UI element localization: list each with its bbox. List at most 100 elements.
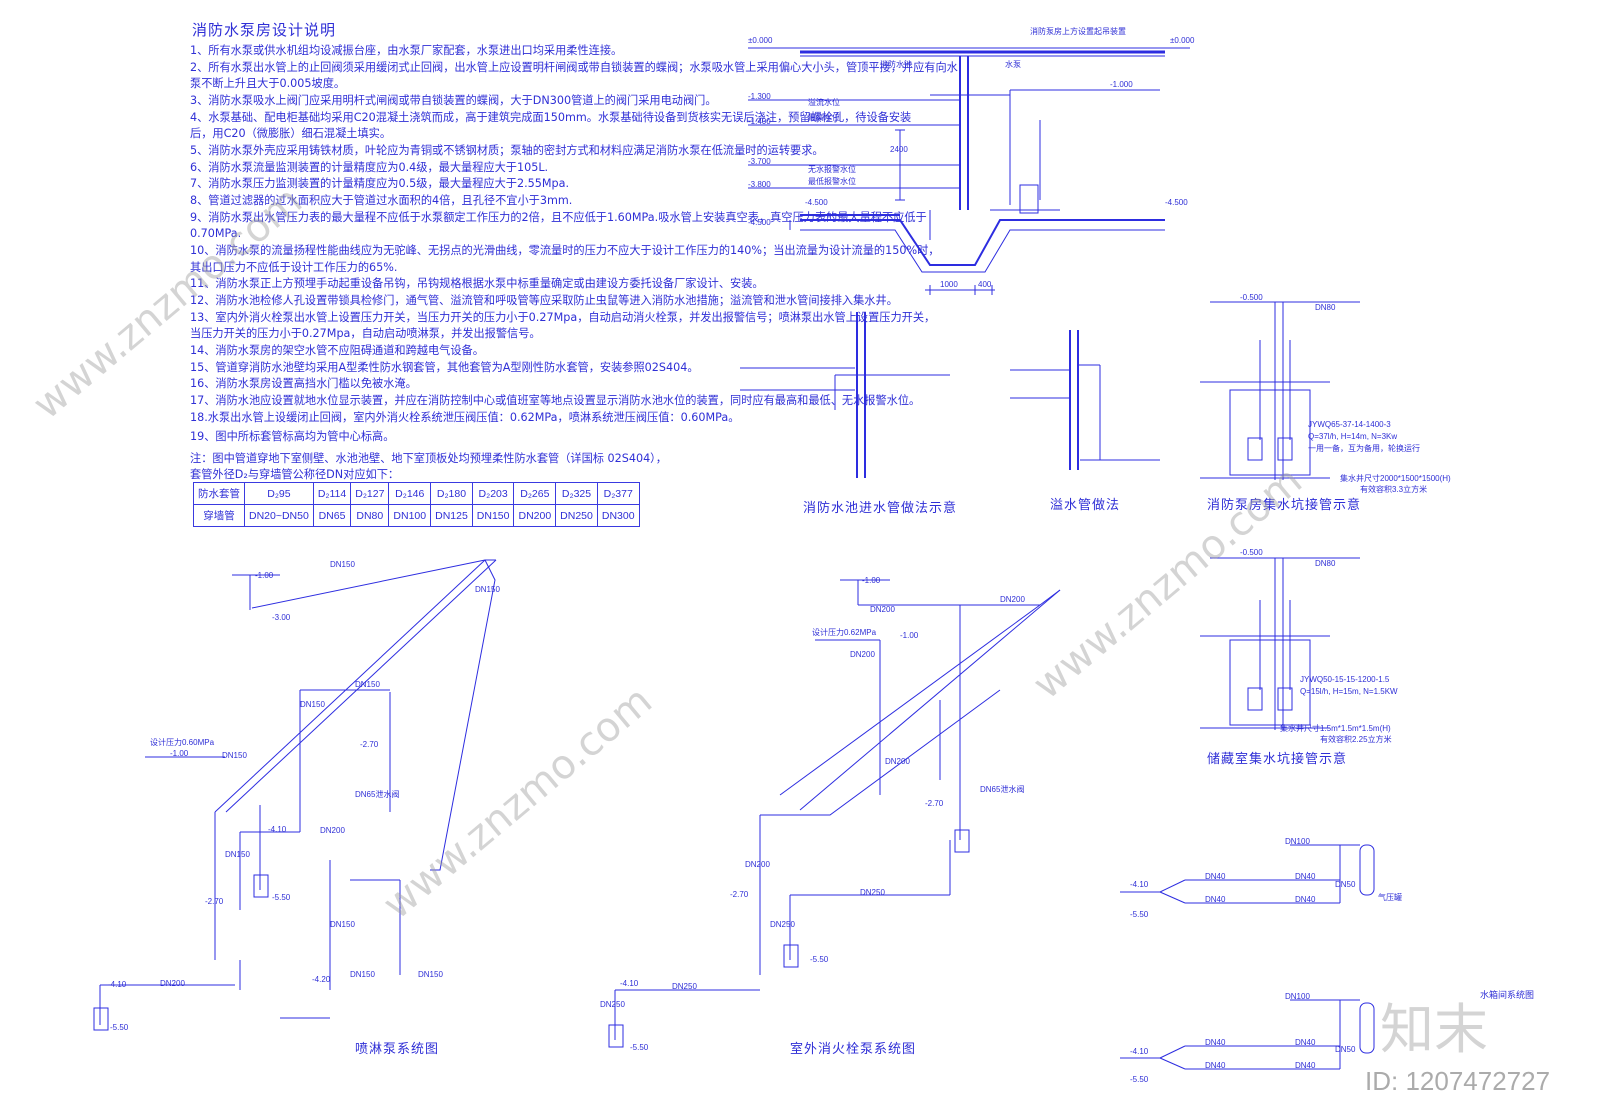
sleeve-cell: DN150 bbox=[471, 504, 515, 527]
section-elev-top-left: ±0.000 bbox=[748, 36, 773, 45]
booster-pipe: DN40 bbox=[1205, 1061, 1226, 1070]
design-note: 2、所有水泵出水管上的止回阀须采用缓闭式止回阀，出水管上应设置明杆闸阀或带自锁装… bbox=[190, 61, 958, 74]
booster-pipe: DN40 bbox=[1295, 895, 1316, 904]
sleeve-header-cell: 防水套管 bbox=[193, 482, 245, 505]
design-note: 泵不断上升且大于0.005坡度。 bbox=[190, 77, 346, 90]
booster-pipe: DN100 bbox=[1285, 992, 1310, 1001]
spray-pipe: DN150 bbox=[355, 680, 380, 689]
pool-inlet-detail bbox=[740, 312, 950, 478]
design-note: 15、管道穿消防水池壁均采用A型柔性防水钢套管，其他套管为A型刚性防水套管，安装… bbox=[190, 361, 699, 374]
booster-pipe: DN40 bbox=[1205, 872, 1226, 881]
design-notes-title: 消防水泵房设计说明 bbox=[192, 21, 337, 39]
sleeve-cell: D₂127 bbox=[350, 482, 390, 505]
footnote-line-1: 注：图中管道穿地下室侧壁、水池池壁、地下室顶板处均预埋柔性防水套管（详国标 02… bbox=[190, 452, 667, 465]
footnote-line-2: 套管外径D₂与穿墙管公称径DN对应如下： bbox=[190, 468, 400, 481]
hydrant-elev: -4.10 bbox=[620, 979, 639, 988]
section-elev: -1.400 bbox=[748, 117, 771, 126]
design-note: 7、消防水泵压力监测装置的计量精度应为0.5级，最大量程应大于2.55Mpa. bbox=[190, 177, 570, 190]
hydrant-pipe: DN250 bbox=[860, 888, 885, 897]
hydrant-pipe: DN200 bbox=[885, 757, 910, 766]
booster-elev: -5.50 bbox=[1130, 910, 1149, 919]
section-label: 最低报警水位 bbox=[808, 177, 856, 186]
section-elev: -1.300 bbox=[748, 92, 771, 101]
pit2-pipe: DN80 bbox=[1315, 559, 1336, 568]
sleeve-header-cell: 穿墙管 bbox=[193, 504, 245, 527]
section-dim: 400 bbox=[978, 280, 992, 289]
spray-system-diagram bbox=[93, 559, 497, 1031]
booster-pipe: DN50 bbox=[1335, 880, 1356, 889]
design-note: 9、消防水泵出水管压力表的最大量程不应低于水泵额定工作压力的2倍，且不应低于1.… bbox=[190, 211, 927, 224]
caption-overflow: 溢水管做法 bbox=[1050, 498, 1121, 513]
section-label: 水泵 bbox=[1005, 60, 1021, 69]
section-elev: -4.500 bbox=[1165, 198, 1188, 207]
hydrant-elev: -5.50 bbox=[630, 1043, 649, 1052]
spray-elev: -4.20 bbox=[312, 975, 331, 984]
section-elev: -4.500 bbox=[748, 218, 771, 227]
design-note: 13、室内外消火栓泵出水管上设置压力开关，当压力开关的压力小于0.27Mpa，自… bbox=[190, 311, 936, 324]
design-note: 18.水泵出水管上设缓闭止回阀，室内外消火栓系统泄压阀压值：0.62MPa，喷淋… bbox=[190, 411, 740, 424]
section-label: 最高水位 bbox=[808, 113, 840, 122]
pit2-elev: -0.500 bbox=[1240, 548, 1263, 557]
sleeve-cell: D₂377 bbox=[596, 482, 640, 505]
sleeve-cell: D₂146 bbox=[388, 482, 432, 505]
sleeve-cell: D₂265 bbox=[513, 482, 557, 505]
caption-hydrant-system: 室外消火栓泵系统图 bbox=[790, 1042, 917, 1057]
spray-elev: -1.00 bbox=[255, 571, 274, 580]
spray-pipe: DN150 bbox=[418, 970, 443, 979]
section-elev: -3.800 bbox=[748, 180, 771, 189]
section-elev: -3.700 bbox=[748, 157, 771, 166]
spray-pipe: DN200 bbox=[320, 826, 345, 835]
sleeve-cell: D₂325 bbox=[555, 482, 598, 505]
design-note: 8、管道过滤器的过水面积应大于管道过水面积的4倍，且孔径不宜小于3mm. bbox=[190, 194, 573, 207]
sleeve-cell: D₂203 bbox=[471, 482, 515, 505]
section-elev-top-right: ±0.000 bbox=[1170, 36, 1195, 45]
booster-tank: 气压罐 bbox=[1378, 893, 1402, 902]
design-note: 14、消防水泵房的架空水管不应阻碍通道和跨越电气设备。 bbox=[190, 344, 484, 357]
hydrant-elev: -2.70 bbox=[925, 799, 944, 808]
pit2-pump-params: Q=15l/h, H=15m, N=1.5KW bbox=[1300, 687, 1398, 696]
design-note: 10、消防水泵的流量扬程性能曲线应为无驼峰、无拐点的光滑曲线，零流量时的压力不应… bbox=[190, 244, 940, 257]
section-elev: -1.000 bbox=[1110, 80, 1133, 89]
pump-room-section bbox=[748, 47, 1190, 295]
booster-system-diagram bbox=[1120, 844, 1375, 1070]
spray-pipe: DN150 bbox=[350, 970, 375, 979]
sleeve-cell: D₂114 bbox=[312, 482, 352, 505]
design-note: 1、所有水泵或供水机组均设减振台座，由水泵厂家配套，水泵进出口均采用柔性连接。 bbox=[190, 44, 623, 57]
hydrant-pipe: DN200 bbox=[745, 860, 770, 869]
design-note: 5、消防水泵外壳应采用铸铁材质，叶轮应为青铜或不锈钢材质；泵轴的密封方式和材料应… bbox=[190, 144, 824, 157]
booster-pipe: DN40 bbox=[1205, 895, 1226, 904]
sleeve-cell: DN300 bbox=[596, 504, 640, 527]
pit1-size: 集水井尺寸2000*1500*1500(H) bbox=[1340, 474, 1451, 483]
storage-pit-detail bbox=[1200, 557, 1360, 730]
pit2-volume: 有效容积2.25立方米 bbox=[1320, 735, 1392, 744]
watermark-id: ID: 1207472727 bbox=[1365, 1066, 1551, 1096]
section-dim: 1000 bbox=[940, 280, 958, 289]
section-label: 无水报警水位 bbox=[808, 165, 856, 174]
spray-elev: -3.00 bbox=[272, 613, 291, 622]
pit1-pipe: DN80 bbox=[1315, 303, 1336, 312]
caption-pool-inlet: 消防水池进水管做法示意 bbox=[803, 501, 958, 516]
sleeve-cell: D₂95 bbox=[244, 482, 314, 505]
spray-pipe: DN150 bbox=[475, 585, 500, 594]
pit1-volume: 有效容积3.3立方米 bbox=[1360, 485, 1428, 494]
section-dim: 2400 bbox=[890, 145, 908, 154]
booster-elev: -5.50 bbox=[1130, 1075, 1149, 1084]
design-note: 12、消防水池检修人孔设置带锁具检修门，通气管、溢流管和呼吸管等应采取防止虫鼠等… bbox=[190, 294, 898, 307]
overflow-detail bbox=[1010, 330, 1160, 470]
design-note: 3、消防水泵吸水上阀门应采用明杆式闸阀或带自锁装置的蝶阀，大于DN300管道上的… bbox=[190, 94, 717, 107]
spray-pipe: DN200 bbox=[160, 979, 185, 988]
hydrant-pipe: DN250 bbox=[770, 920, 795, 929]
design-note: 其出口压力不应低于设计工作压力的65%. bbox=[190, 261, 398, 274]
pit2-pump-spec: JYWQ50-15-15-1200-1.5 bbox=[1300, 675, 1390, 684]
hydrant-pipe: DN250 bbox=[672, 982, 697, 991]
booster-pipe: DN40 bbox=[1295, 1061, 1316, 1070]
caption-spray-system: 喷淋泵系统图 bbox=[355, 1042, 440, 1057]
pit1-pump-params: Q=37l/h, H=14m, N=3Kw bbox=[1308, 432, 1398, 441]
spray-elev: -2.70 bbox=[205, 897, 224, 906]
booster-elev: -4.10 bbox=[1130, 880, 1149, 889]
hydrant-pipe: DN200 bbox=[1000, 595, 1025, 604]
hydrant-elev: -1.00 bbox=[900, 631, 919, 640]
spray-elev: -4.10 bbox=[268, 825, 287, 834]
